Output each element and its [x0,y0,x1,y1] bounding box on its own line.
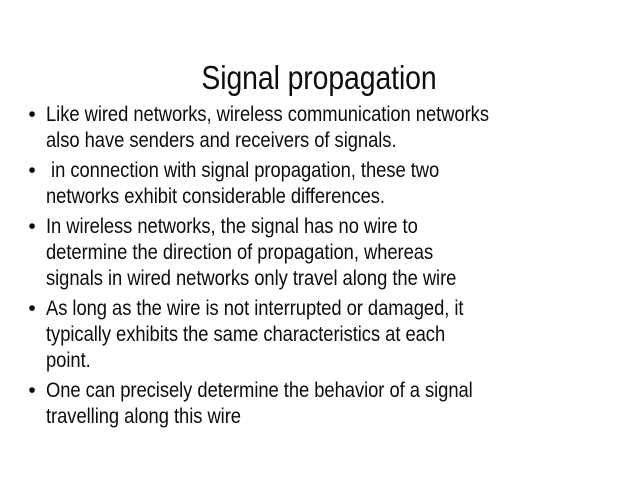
bullet-list-item: • Like wired networks, wireless communic… [18,102,622,154]
bullet-text-line: in connection with signal propagation, t… [46,159,440,182]
bullet-list-item: • In wireless networks, the signal has n… [18,214,622,292]
bullet-text-line: signals in wired networks only travel al… [46,267,457,290]
slide-body-content: • Like wired networks, wireless communic… [18,102,622,434]
bullet-text-line: As long as the wire is not interrupted o… [46,297,464,320]
bullet-item-text: In wireless networks, the signal has no … [46,214,550,292]
bullet-text-line: typically exhibits the same characterist… [46,323,446,346]
slide-title: Signal propagation [201,59,437,97]
bullet-point-icon: • [28,103,36,126]
bullet-text-line: networks exhibit considerable difference… [46,185,385,208]
bullet-point-icon: • [28,379,36,402]
bullet-text-line: determine the direction of propagation, … [46,241,434,264]
bullet-point-icon: • [28,297,36,320]
bullet-list-item: • One can precisely determine the behavi… [18,378,622,430]
bullet-point-icon: • [28,159,36,182]
bullet-text-line: point. [46,349,91,372]
bullet-text-line: One can precisely determine the behavior… [46,379,473,402]
bullet-text-line: In wireless networks, the signal has no … [46,215,418,238]
bullet-text-line: also have senders and receivers of signa… [46,129,397,152]
bullet-list-item: • As long as the wire is not interrupted… [18,296,622,374]
bullet-item-text: One can precisely determine the behavior… [46,378,550,430]
bullet-list-item: • in connection with signal propagation,… [18,158,622,210]
bullet-item-text: Like wired networks, wireless communicat… [46,102,550,154]
bullet-item-text: As long as the wire is not interrupted o… [46,296,550,374]
bullet-item-text: in connection with signal propagation, t… [46,158,550,210]
bullet-text-line: travelling along this wire [46,405,241,428]
bullet-text-line: Like wired networks, wireless communicat… [46,103,489,126]
bullet-point-icon: • [28,215,36,238]
